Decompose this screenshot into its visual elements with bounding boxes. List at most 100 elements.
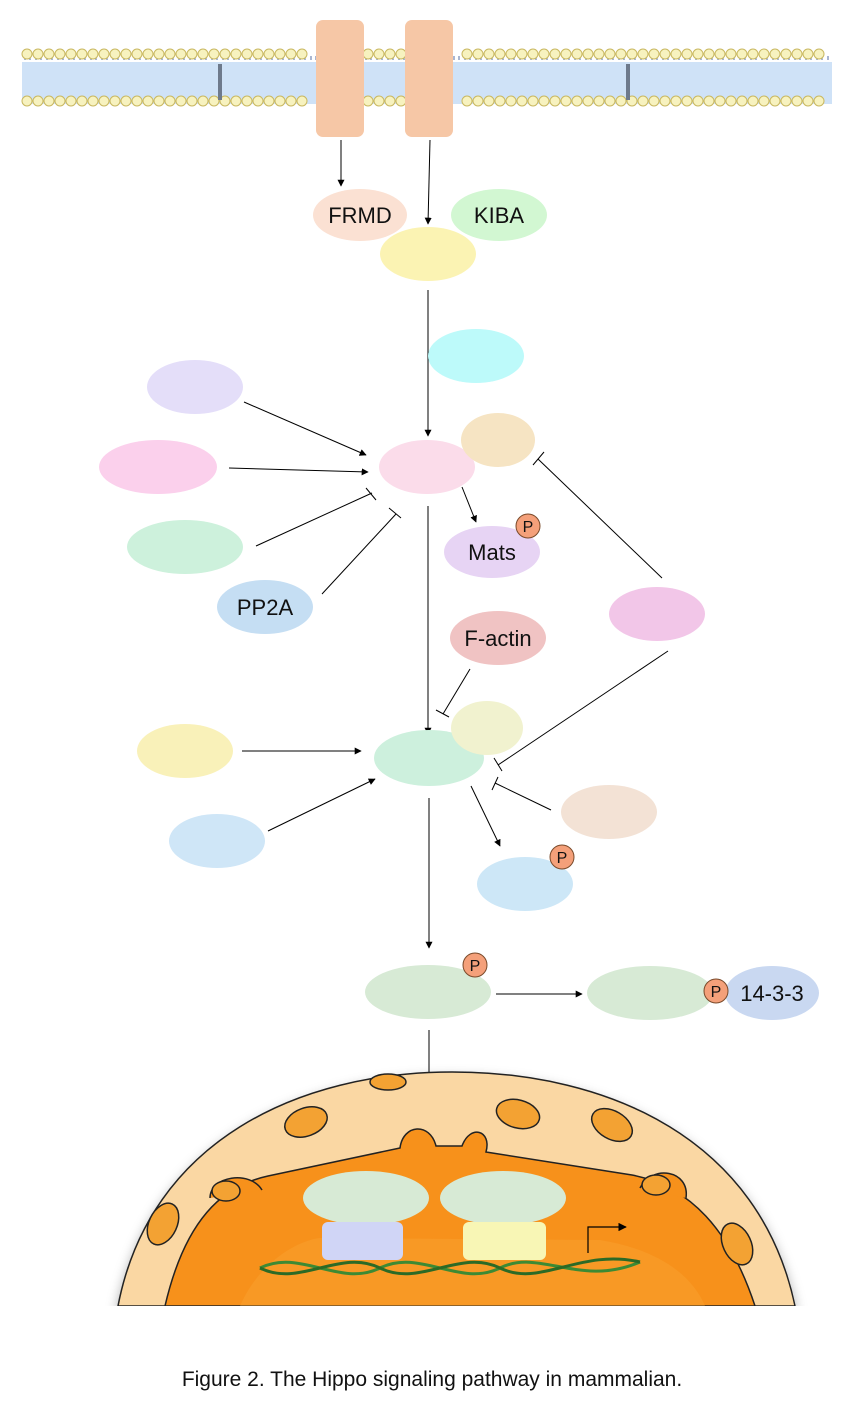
- lipid-head: [296, 48, 308, 60]
- pathway-arrows: [228, 139, 669, 1171]
- lipid-head: [538, 95, 550, 107]
- bound-yap-node: [587, 966, 713, 1020]
- lipid-head: [725, 48, 737, 60]
- lipid-head: [725, 95, 737, 107]
- sky-node: [477, 857, 573, 911]
- lipid-head: [582, 48, 594, 60]
- lipid-head: [813, 95, 825, 107]
- pink-node: [99, 440, 217, 494]
- lipid-head: [87, 48, 99, 60]
- lipid-head: [714, 48, 726, 60]
- lipid-head: [153, 95, 165, 107]
- lipid-head: [87, 95, 99, 107]
- lipid-head: [626, 48, 638, 60]
- lipid-head: [747, 48, 759, 60]
- lavender-node: [147, 360, 243, 414]
- lipid-head: [461, 95, 473, 107]
- lipid-head: [186, 95, 198, 107]
- mats-node: [444, 526, 540, 578]
- lipid-head: [659, 48, 671, 60]
- lipid-head: [637, 95, 649, 107]
- lipid-head: [131, 95, 143, 107]
- lipid-head: [384, 48, 396, 60]
- lipid-head: [32, 95, 44, 107]
- lipid-head: [505, 95, 517, 107]
- lipid-head: [593, 95, 605, 107]
- yap-phospho-label: P: [470, 958, 481, 975]
- lipid-head: [219, 95, 231, 107]
- lipid-head: [274, 48, 286, 60]
- lipid-head: [703, 95, 715, 107]
- lipid-head: [483, 95, 495, 107]
- nuclear-pores: [146, 1073, 754, 1266]
- lipid-head: [131, 48, 143, 60]
- lipid-head: [615, 95, 627, 107]
- lipid-head: [802, 95, 814, 107]
- lipid-head: [703, 48, 715, 60]
- lipid-head: [263, 48, 275, 60]
- mint-node: [127, 520, 243, 574]
- lipid-head: [714, 95, 726, 107]
- kiba-label: KIBA: [474, 203, 524, 228]
- lipid-head: [648, 48, 660, 60]
- frmd-label: FRMD: [328, 203, 392, 228]
- lipid-head: [362, 48, 374, 60]
- lipid-head: [373, 48, 385, 60]
- receptor-right: [405, 20, 453, 137]
- sky-phospho-label: P: [557, 850, 568, 867]
- lipid-head: [648, 95, 660, 107]
- lipid-head: [230, 95, 242, 107]
- lipid-head: [791, 95, 803, 107]
- lipid-head: [791, 48, 803, 60]
- lipid-head: [692, 95, 704, 107]
- lipid-head: [252, 48, 264, 60]
- frmd-node: [313, 189, 407, 241]
- lipid-head: [384, 95, 396, 107]
- lipid-head: [527, 95, 539, 107]
- nuclear-yap-node-right: [440, 1171, 566, 1225]
- lipid-head: [142, 95, 154, 107]
- lipid-head: [461, 48, 473, 60]
- figure-caption: Figure 2. The Hippo signaling pathway in…: [181, 1368, 683, 1391]
- tan-node: [461, 413, 535, 467]
- lipid-head: [175, 48, 187, 60]
- lipid-head: [505, 48, 517, 60]
- pp2a-node: [217, 580, 313, 634]
- tf-box-right: [463, 1222, 546, 1260]
- lipid-head: [560, 95, 572, 107]
- lipid-head: [285, 48, 297, 60]
- lipid-head: [197, 95, 209, 107]
- lipid-head: [494, 48, 506, 60]
- lipid-head: [241, 95, 253, 107]
- lipid-head: [736, 95, 748, 107]
- lipid-head: [208, 95, 220, 107]
- lipid-head: [43, 95, 55, 107]
- transcription-arrow: [587, 1222, 627, 1253]
- lipid-head: [758, 48, 770, 60]
- yellow-node: [380, 227, 476, 281]
- lipid-head: [472, 95, 484, 107]
- lipid-head: [76, 48, 88, 60]
- lipid-head: [109, 95, 121, 107]
- factin-node: [450, 611, 546, 665]
- lipid-head: [615, 48, 627, 60]
- lipid-head: [681, 48, 693, 60]
- lipid-head: [120, 95, 132, 107]
- lipid-head: [736, 48, 748, 60]
- mats-phospho-label: P: [523, 519, 534, 536]
- lipid-head: [54, 95, 66, 107]
- lipid-head: [186, 48, 198, 60]
- lipid-head: [560, 48, 572, 60]
- factin-label: F-actin: [464, 626, 531, 651]
- lipid-head: [527, 48, 539, 60]
- lipid-head: [252, 95, 264, 107]
- beige-node: [561, 785, 657, 839]
- lipid-head: [373, 95, 385, 107]
- lipid-head: [571, 95, 583, 107]
- lipid-head: [549, 48, 561, 60]
- p1433-node: [725, 966, 819, 1020]
- lipid-head: [659, 95, 671, 107]
- lipid-head: [780, 48, 792, 60]
- lipid-head: [219, 48, 231, 60]
